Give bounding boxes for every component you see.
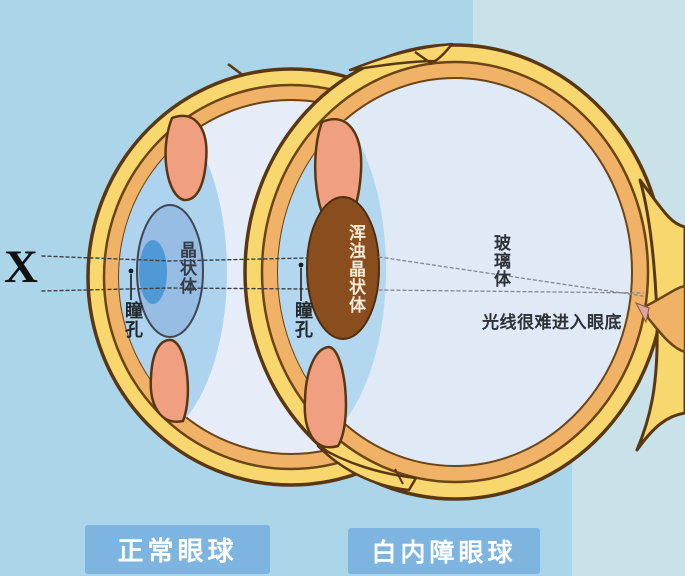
light-ray-upper <box>41 255 308 262</box>
x-light-source-marker: X <box>4 241 38 293</box>
clear-lens <box>136 204 204 338</box>
cloudy-lens-label: 浑浊晶状体 <box>346 224 365 314</box>
optic-nerve-core <box>644 284 685 354</box>
lens-core <box>139 240 167 304</box>
iris-lower-left <box>149 338 190 423</box>
sclera-band-tip-top <box>348 42 454 72</box>
pupil-label-left: 瞳孔 <box>123 301 143 339</box>
normal-lens-label: 晶状体 <box>177 241 196 295</box>
light-blocked-caption: 光线很难进入眼底 <box>482 313 622 332</box>
light-rays <box>41 255 644 297</box>
cataract-eye-illustration <box>243 43 685 501</box>
vitreous-body-label: 玻璃体 <box>491 234 510 288</box>
light-ray-upper-blocked <box>378 256 644 297</box>
pupil-label-right: 瞳孔 <box>293 301 313 339</box>
cloudy-lens <box>306 196 380 340</box>
iris-upper-left <box>164 114 208 202</box>
pupil-leaders <box>128 262 304 301</box>
legend-cataract-eye: 白内障眼球 <box>348 528 540 574</box>
sclera-band-tip-bottom <box>316 444 418 492</box>
light-ray-lower <box>41 287 308 292</box>
legend-normal-eye: 正常眼球 <box>85 525 270 574</box>
fundus-marker <box>634 302 650 324</box>
iris-lower-right <box>303 345 348 449</box>
light-ray-lower-blocked <box>378 289 644 294</box>
